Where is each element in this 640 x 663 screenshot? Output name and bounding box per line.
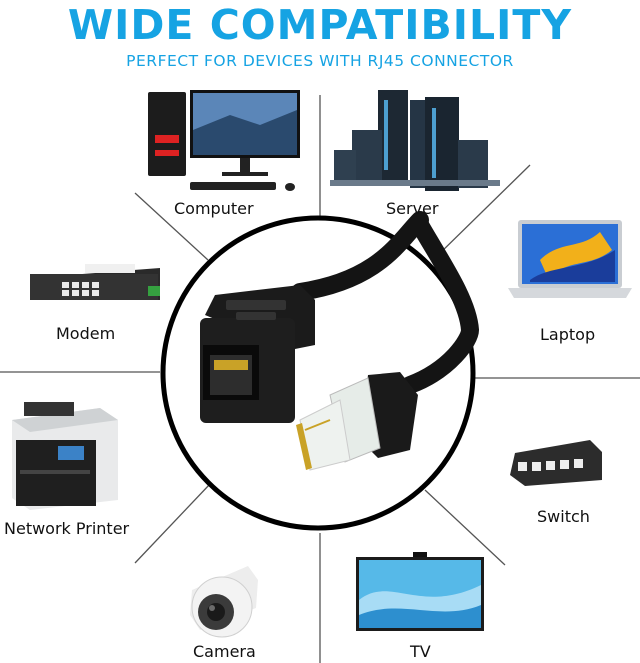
tv-image bbox=[356, 552, 484, 631]
device-label-server: Server bbox=[386, 199, 439, 218]
rj45-extension-cable-image bbox=[200, 211, 480, 471]
device-label-laptop: Laptop bbox=[540, 325, 596, 344]
computer-image bbox=[148, 90, 300, 191]
page-title: WIDE COMPATIBILITY bbox=[67, 1, 573, 49]
device-label-network-printer: Network Printer bbox=[4, 519, 130, 538]
modem-image bbox=[30, 264, 160, 300]
switch-image bbox=[510, 440, 602, 486]
page-subtitle: PERFECT FOR DEVICES WITH RJ45 CONNECTOR bbox=[126, 52, 514, 70]
device-label-switch: Switch bbox=[537, 507, 590, 526]
network-printer-image bbox=[12, 402, 118, 510]
divider-lines bbox=[0, 95, 640, 663]
device-label-camera: Camera bbox=[193, 642, 256, 661]
server-image bbox=[330, 90, 500, 191]
laptop-image bbox=[508, 220, 632, 298]
male-plug-image bbox=[296, 372, 418, 471]
camera-image bbox=[190, 566, 258, 638]
device-label-tv: TV bbox=[410, 642, 431, 661]
device-label-computer: Computer bbox=[174, 199, 254, 218]
female-coupler-image bbox=[200, 285, 315, 423]
device-label-modem: Modem bbox=[56, 324, 116, 343]
